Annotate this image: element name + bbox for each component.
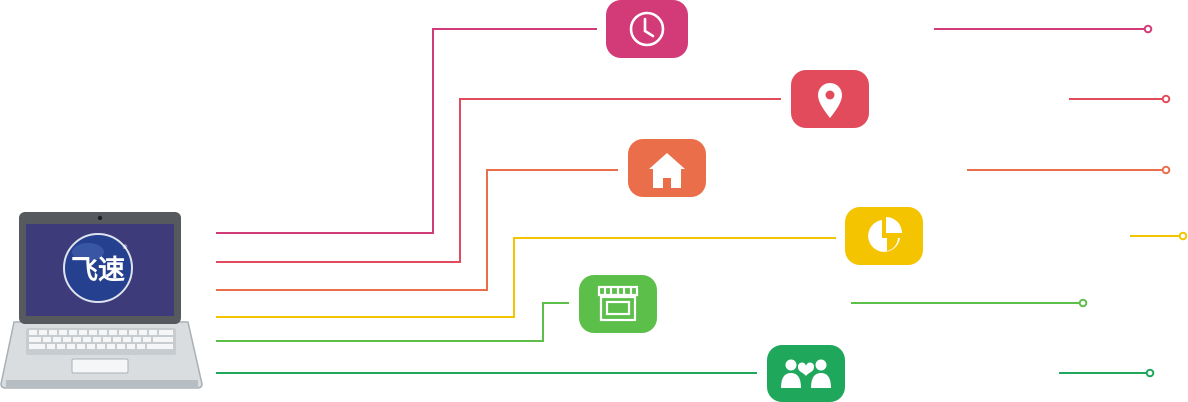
chart-tile (845, 207, 923, 265)
laptop-keyboard (26, 328, 176, 355)
connector-lines (216, 28, 836, 374)
store-tile (579, 275, 657, 333)
pie-chart-icon (868, 217, 902, 252)
location-pin-icon (818, 83, 842, 118)
laptop-camera (97, 215, 103, 221)
registered-mark: ® (122, 244, 128, 251)
clock-tile (606, 0, 688, 58)
brand-logo: 飞速 ® (63, 233, 133, 303)
connector-home (216, 169, 618, 291)
clock-icon (629, 11, 665, 47)
endpoint-dot-chart (1178, 231, 1188, 241)
laptop-base-edge (6, 380, 198, 388)
laptop-touchpad (71, 358, 129, 374)
home-icon (649, 153, 685, 188)
laptop: 飞速 ® (0, 212, 203, 389)
connector-store (216, 302, 569, 342)
people-tile (767, 345, 845, 402)
brand-logo-text: 飞速 (71, 255, 125, 286)
home-tile (628, 139, 706, 197)
endpoint-dot-clock (1143, 24, 1153, 34)
people-heart-icon (781, 359, 831, 388)
endpoint-lines (851, 24, 1188, 378)
connector-chart (216, 237, 836, 318)
location-tile (791, 70, 869, 128)
endpoint-dot-home (1161, 165, 1171, 175)
connector-location (216, 98, 781, 263)
connector-clock (216, 28, 597, 234)
storefront-icon (597, 285, 639, 322)
endpoint-dot-location (1161, 94, 1171, 104)
endpoint-dot-people (1145, 368, 1155, 378)
endpoint-dot-store (1078, 298, 1088, 308)
